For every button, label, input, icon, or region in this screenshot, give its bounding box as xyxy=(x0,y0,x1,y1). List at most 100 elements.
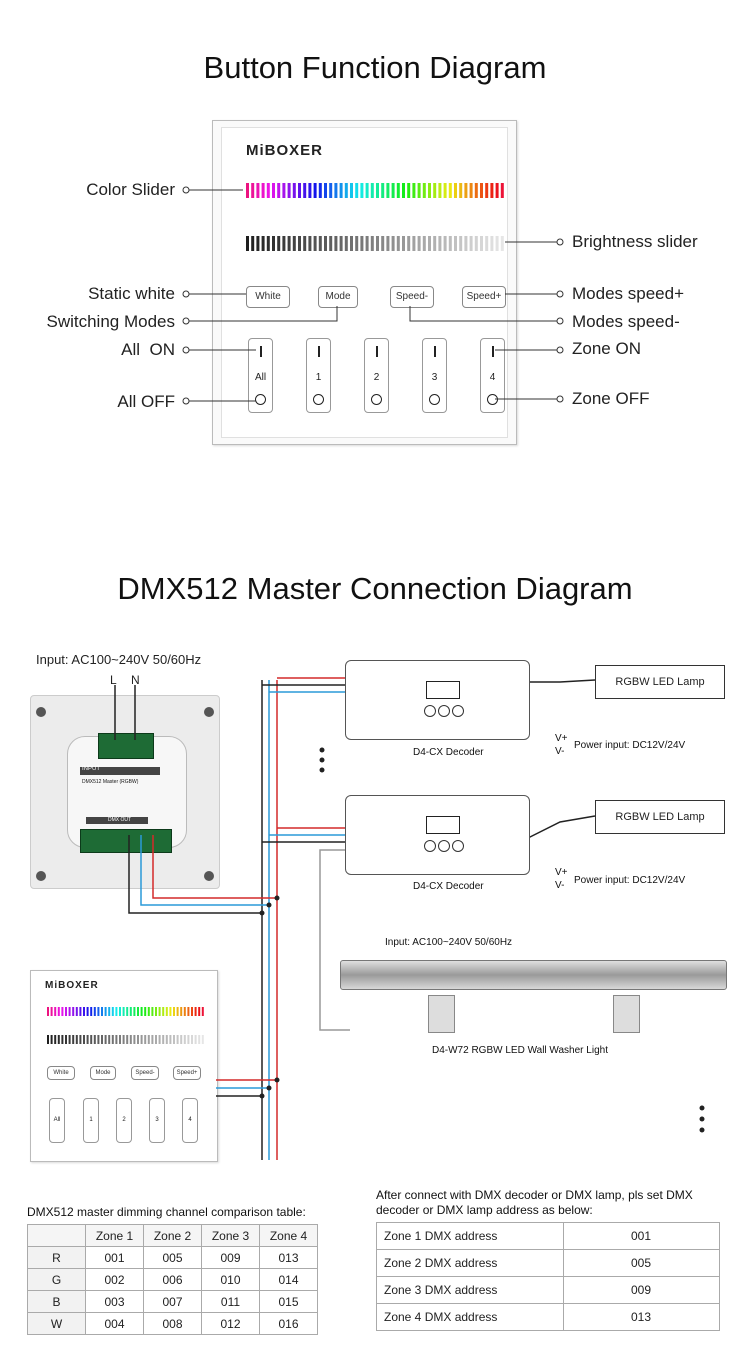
zone-2-label: 2 xyxy=(373,372,380,383)
brightness-slider xyxy=(246,236,504,251)
v-plus-2: V+ xyxy=(555,867,568,878)
zone-4-label-small: 4 xyxy=(188,1117,192,1123)
table-cell: 016 xyxy=(259,1312,318,1335)
zone-on-label: Zone ON xyxy=(572,339,641,358)
speed-plus-button-small[interactable]: Speed+ xyxy=(173,1066,201,1080)
table-row: G 002 006 010 014 xyxy=(27,1268,318,1291)
zone-1-button[interactable]: 1 xyxy=(306,338,331,413)
sliders xyxy=(246,183,504,251)
panel-back: INPUT DMX512 Master (RGBW) DMX OUT xyxy=(30,695,220,889)
zone-1-button-small[interactable]: 1 xyxy=(83,1098,99,1143)
button-function-title: Button Function Diagram xyxy=(203,50,547,85)
wiring xyxy=(114,677,705,1160)
mode-button[interactable]: Mode xyxy=(318,286,358,308)
channel-table: Zone 1 Zone 2 Zone 3 Zone 4 R 001 005 00… xyxy=(27,1224,318,1335)
rgbw-lamp-1: RGBW LED Lamp xyxy=(595,665,725,699)
wall-washer-light xyxy=(340,960,727,990)
input-tag: INPUT xyxy=(82,766,100,772)
table-cell: 006 xyxy=(143,1268,202,1291)
address-table: Zone 1 DMX address 001 Zone 2 DMX addres… xyxy=(376,1222,720,1331)
table-cell: 010 xyxy=(201,1268,260,1291)
table-cell: 003 xyxy=(85,1290,144,1313)
power-input-2: Power input: DC12V/24V xyxy=(574,875,686,886)
table-header-row: Zone 1 Zone 2 Zone 3 Zone 4 xyxy=(27,1224,318,1247)
zone-4-button-small[interactable]: 4 xyxy=(182,1098,198,1143)
callout-lines xyxy=(182,186,564,405)
dmx-module: INPUT DMX512 Master (RGBW) DMX OUT xyxy=(67,733,187,853)
color-slider xyxy=(246,183,504,198)
zone-4-label: 4 xyxy=(489,372,496,383)
switching-modes-label: Switching Modes xyxy=(46,312,175,331)
zone-3-label: 3 xyxy=(431,372,438,383)
panel-front-small: MiBOXER White Mode Speed- Speed+ All 1 2… xyxy=(30,970,218,1162)
live-label: L xyxy=(110,673,117,687)
brand-logo-small: MiBOXER xyxy=(45,980,99,991)
table-cell: Zone 3 xyxy=(201,1224,260,1247)
neutral-label: N xyxy=(131,673,140,687)
dmx-terminal xyxy=(80,829,172,853)
table-row: Zone 4 DMX address 013 xyxy=(376,1303,720,1331)
table-cell: 007 xyxy=(143,1290,202,1313)
table-cell: 004 xyxy=(85,1312,144,1335)
brand-logo: MiBOXER xyxy=(246,142,324,159)
color-slider-label: Color Slider xyxy=(86,180,175,199)
washer-bracket-2 xyxy=(613,995,640,1033)
table-cell: 002 xyxy=(85,1268,144,1291)
speed-plus-button[interactable]: Speed+ xyxy=(462,286,506,308)
input-voltage-label: Input: AC100~240V 50/60Hz xyxy=(36,652,202,667)
table-cell: 011 xyxy=(201,1290,260,1313)
table2-caption: After connect with DMX decoder or DMX la… xyxy=(376,1188,693,1217)
sliders-small xyxy=(47,1007,204,1044)
off-circle-icon xyxy=(255,394,266,405)
mode-button-small[interactable]: Mode xyxy=(90,1066,116,1080)
zone-all-label-small: All xyxy=(53,1117,61,1123)
washer-label: D4-W72 RGBW LED Wall Washer Light xyxy=(432,1045,608,1056)
table-cell: Zone 2 xyxy=(143,1224,202,1247)
zone-3-button-small[interactable]: 3 xyxy=(149,1098,165,1143)
table-cell: Zone 1 DMX address xyxy=(376,1222,564,1250)
washer-bracket-1 xyxy=(428,995,455,1033)
decoder-2-label: D4-CX Decoder xyxy=(413,881,484,892)
table-cell: B xyxy=(27,1290,86,1313)
white-button[interactable]: White xyxy=(246,286,290,308)
table-cell: 005 xyxy=(563,1249,720,1277)
zone-2-label-small: 2 xyxy=(122,1117,126,1123)
table-cell: 001 xyxy=(563,1222,720,1250)
table-cell: G xyxy=(27,1268,86,1291)
zone-1-label: 1 xyxy=(315,372,322,383)
speed-minus-button[interactable]: Speed- xyxy=(390,286,434,308)
table-cell: 005 xyxy=(143,1246,202,1269)
v-minus-2: V- xyxy=(555,880,565,891)
table-cell: 014 xyxy=(259,1268,318,1291)
zone-3-button[interactable]: 3 xyxy=(422,338,447,413)
v-plus-1: V+ xyxy=(555,733,568,744)
zone-all-button-small[interactable]: All xyxy=(49,1098,65,1143)
off-circle-icon xyxy=(313,394,324,405)
table-cell: Zone 2 DMX address xyxy=(376,1249,564,1277)
rgbw-lamp-2: RGBW LED Lamp xyxy=(595,800,725,834)
static-white-label: Static white xyxy=(88,284,175,303)
table-row: R 001 005 009 013 xyxy=(27,1246,318,1269)
modes-speed-minus-label: Modes speed- xyxy=(572,312,680,331)
white-button-small[interactable]: White xyxy=(47,1066,75,1080)
zone-2-button-small[interactable]: 2 xyxy=(116,1098,132,1143)
decoder-2 xyxy=(345,795,530,875)
decoder-1-label: D4-CX Decoder xyxy=(413,747,484,758)
connection-diagram-title: DMX512 Master Connection Diagram xyxy=(117,571,633,606)
table-cell: 008 xyxy=(143,1312,202,1335)
table1-caption: DMX512 master dimming channel comparison… xyxy=(27,1205,306,1219)
washer-input-label: Input: AC100~240V 50/60Hz xyxy=(385,937,513,948)
v-minus-1: V- xyxy=(555,746,565,757)
all-off-label: All OFF xyxy=(117,392,175,411)
decoder-1 xyxy=(345,660,530,740)
table-cell: 015 xyxy=(259,1290,318,1313)
speed-minus-button-small[interactable]: Speed- xyxy=(131,1066,159,1080)
power-input-1: Power input: DC12V/24V xyxy=(574,740,686,751)
zone-off-label: Zone OFF xyxy=(572,389,650,408)
table-row: Zone 3 DMX address 009 xyxy=(376,1276,720,1304)
zone-2-button[interactable]: 2 xyxy=(364,338,389,413)
brightness-slider-small xyxy=(47,1035,204,1044)
table-cell: 009 xyxy=(201,1246,260,1269)
table-cell: W xyxy=(27,1312,86,1335)
dmx-out-tag: DMX OUT xyxy=(108,817,132,823)
